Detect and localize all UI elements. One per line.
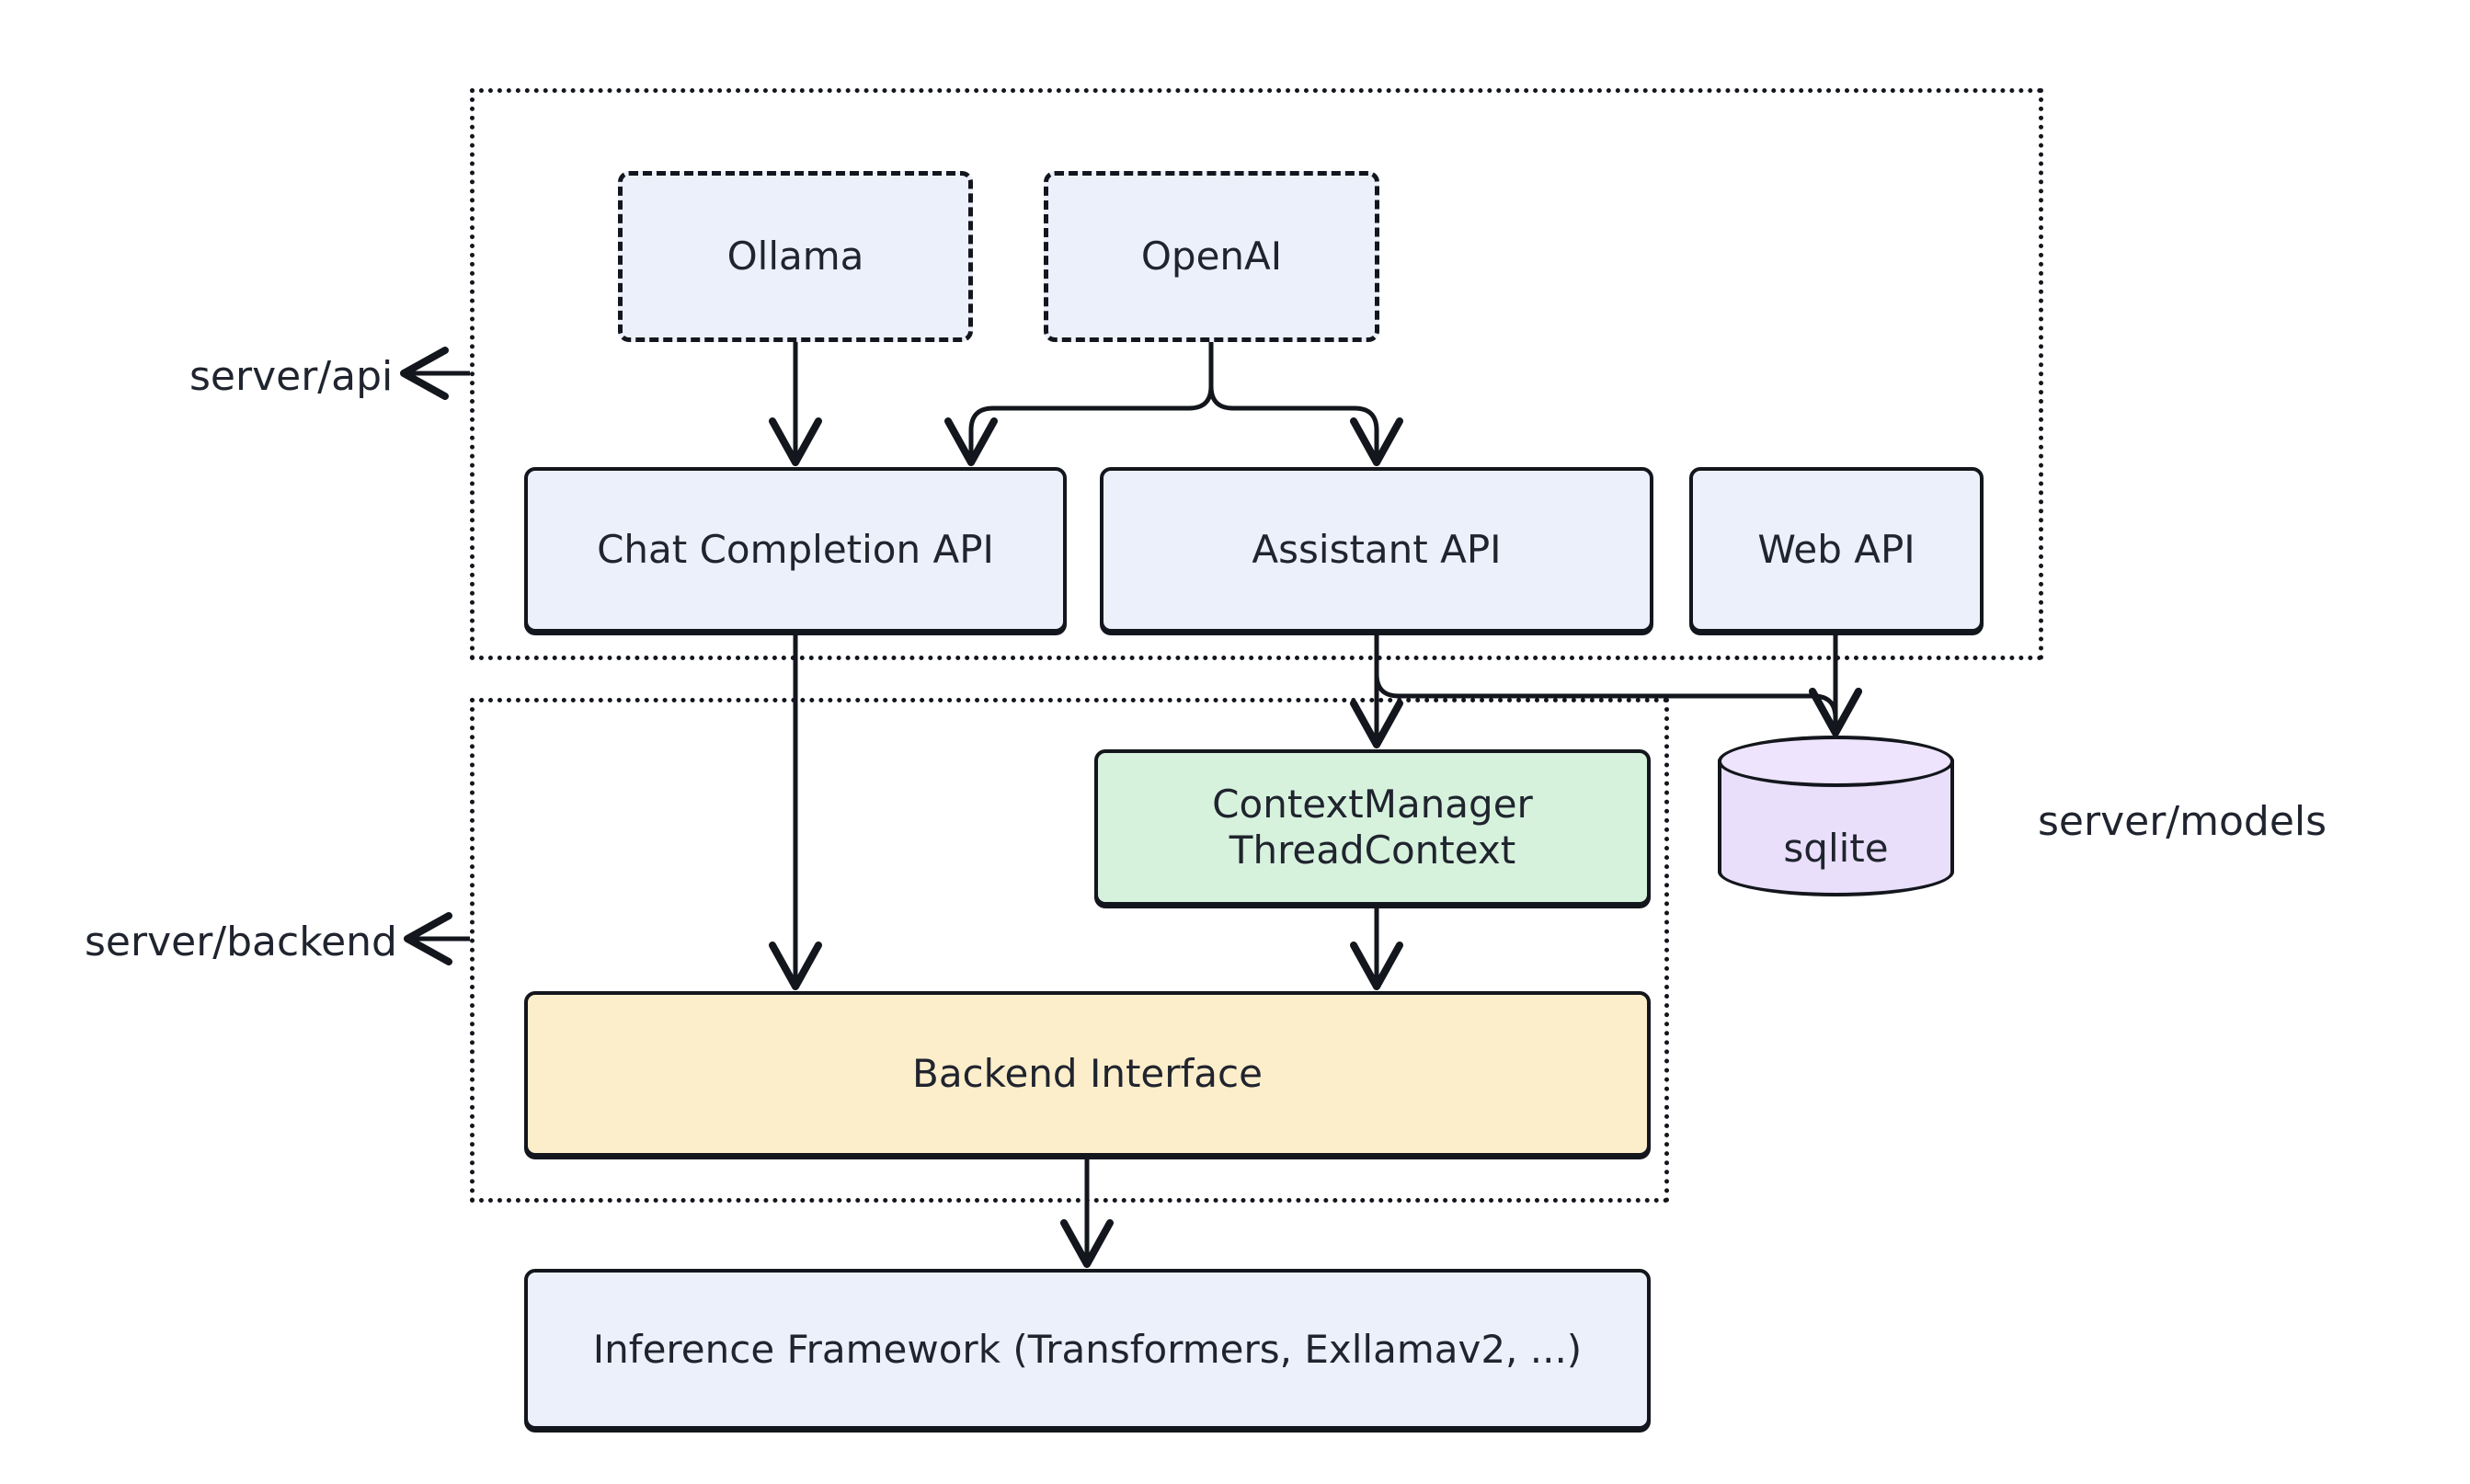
sqlite-cylinder-top xyxy=(1718,736,1954,787)
node-inference-framework[interactable]: Inference Framework (Transformers, Exlla… xyxy=(524,1269,1651,1430)
node-ollama[interactable]: Ollama xyxy=(618,171,973,342)
group-server-backend xyxy=(470,698,1669,1203)
node-backend-interface[interactable]: Backend Interface xyxy=(524,991,1651,1157)
node-web-api[interactable]: Web API xyxy=(1689,467,1984,633)
group-label-server-backend: server/backend xyxy=(85,919,397,965)
sqlite-label: sqlite xyxy=(1783,826,1889,871)
node-chat-completion-api[interactable]: Chat Completion API xyxy=(524,467,1067,633)
node-assistant-api[interactable]: Assistant API xyxy=(1100,467,1653,633)
group-label-server-api: server/api xyxy=(189,353,394,400)
context-manager-line-1: ContextManager xyxy=(1212,782,1533,828)
group-server-api xyxy=(470,88,2043,660)
context-manager-line-2: ThreadContext xyxy=(1229,828,1516,873)
group-label-server-models: server/models xyxy=(2038,798,2327,845)
node-context-manager[interactable]: ContextManager ThreadContext xyxy=(1094,749,1651,906)
node-sqlite-database[interactable]: sqlite xyxy=(1718,736,1954,896)
node-openai[interactable]: OpenAI xyxy=(1044,171,1379,342)
